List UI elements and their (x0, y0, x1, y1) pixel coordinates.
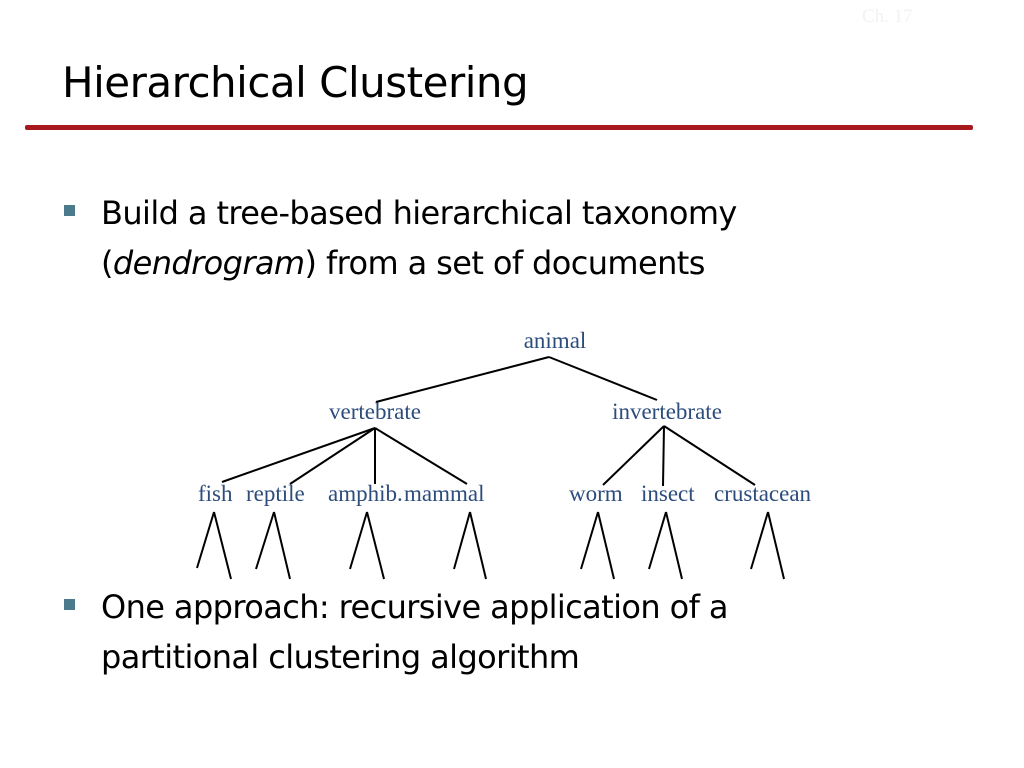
subtree-amphib-right (366, 511, 385, 580)
tree-leaf-crustacean: crustacean (714, 481, 812, 506)
tree-leaf-worm: worm (569, 481, 623, 506)
subtree-insect-right (665, 511, 683, 580)
subtree-mammal-left (453, 511, 471, 570)
subtree-reptile-left (255, 511, 275, 570)
slide-number: Ch. 17 (862, 6, 913, 27)
subtree-fish-right (213, 511, 232, 580)
tree-node-invertebrate: invertebrate (612, 399, 722, 424)
edge-root-invertebrate (548, 356, 658, 401)
slide-title: Hierarchical Clustering (62, 58, 529, 107)
subtree-worm-right (597, 511, 615, 580)
edge-vertebrate-reptile (289, 427, 376, 485)
bullet-2-line-1: One approach: recursive application of a (101, 588, 728, 626)
bullet-1-line-1: Build a tree-based hierarchical taxonomy (101, 194, 737, 232)
bullet-1-emphasis: dendrogram (112, 244, 305, 282)
bullet-2-line-2: partitional clustering algorithm (101, 638, 580, 676)
bullet-1-open-paren: ( (101, 244, 113, 282)
subtree-insect-left (648, 511, 667, 570)
edge-vertebrate-mammal (374, 427, 468, 485)
bullet-1-rest: ) from a set of documents (304, 244, 705, 282)
bullet-text-2: One approach: recursive application of a… (101, 582, 891, 682)
subtree-fish-left (196, 511, 215, 569)
subtree-worm-left (580, 511, 599, 570)
square-bullet-icon (64, 599, 75, 610)
square-bullet-icon (64, 205, 75, 216)
bullet-1-line-2: (dendrogram) from a set of documents (101, 238, 891, 288)
subtree-reptile-right (273, 511, 291, 580)
edge-root-vertebrate (375, 356, 550, 403)
subtree-mammal-right (469, 511, 487, 580)
edge-invertebrate-crustacean (663, 425, 756, 486)
title-divider (25, 125, 973, 130)
tree-node-vertebrate: vertebrate (329, 399, 421, 424)
edge-invertebrate-worm (602, 425, 665, 486)
tree-leaf-insect: insect (641, 481, 695, 506)
edge-invertebrate-insect (662, 425, 665, 487)
tree-leaf-amphib: amphib. (328, 481, 403, 506)
bullet-text-1: Build a tree-based hierarchical taxonomy… (101, 188, 891, 288)
subtree-crustacean-left (750, 511, 769, 570)
tree-leaf-fish: fish (198, 481, 233, 506)
tree-leaf-reptile: reptile (246, 481, 305, 506)
edge-vertebrate-fish (221, 427, 376, 483)
tree-leaf-mammal: mammal (404, 481, 484, 506)
subtree-amphib-left (349, 511, 368, 570)
subtree-crustacean-right (767, 511, 785, 580)
tree-node-root: animal (524, 328, 587, 353)
